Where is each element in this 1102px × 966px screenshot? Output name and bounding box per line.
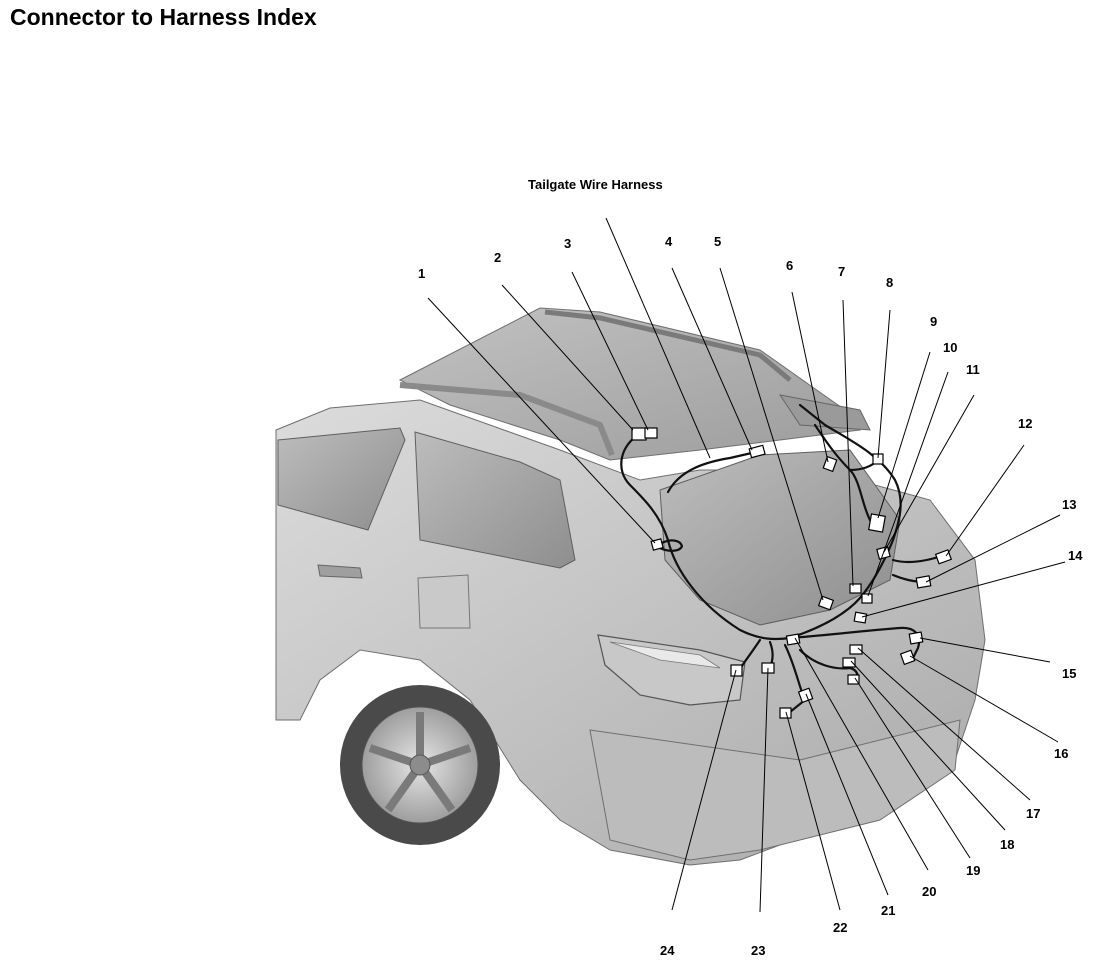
callout-3: 3: [564, 236, 571, 251]
connector-7: [849, 583, 862, 594]
callout-2: 2: [494, 250, 501, 265]
leader-18: [850, 660, 1006, 831]
leader-24: [671, 669, 737, 911]
roof-rail: [544, 309, 792, 382]
connector-21: [797, 687, 814, 704]
leader-caption: [605, 217, 711, 459]
tailgate-window: [659, 449, 901, 626]
connector-18: [842, 657, 856, 668]
leader-2: [501, 284, 634, 431]
leader-17: [857, 647, 1031, 801]
leader-23: [759, 667, 769, 913]
callout-4: 4: [665, 234, 673, 249]
door-handle: [317, 564, 363, 579]
callout-11: 11: [966, 362, 980, 377]
callout-22: 22: [833, 920, 847, 935]
connector-4: [748, 444, 766, 459]
leader-19: [854, 677, 971, 859]
callout-21: 21: [881, 903, 895, 918]
connector-13: [915, 575, 932, 589]
connector-19: [847, 674, 860, 685]
connector-3: [644, 427, 658, 439]
callout-1: 1: [418, 266, 425, 281]
connector-22: [779, 707, 792, 719]
leader-1: [427, 297, 656, 544]
callout-16: 16: [1054, 746, 1068, 761]
callout-5: 5: [714, 234, 721, 249]
callout-20: 20: [922, 884, 936, 899]
callout-7: 7: [838, 264, 845, 279]
leader-14: [861, 561, 1066, 618]
callout-19: 19: [966, 863, 980, 878]
leader-7: [842, 299, 854, 587]
connector-14: [853, 611, 868, 624]
connector-10: [861, 593, 873, 604]
connector-5: [817, 595, 835, 611]
callout-14: 14: [1068, 548, 1083, 563]
leader-21: [805, 693, 889, 896]
page-title: Connector to Harness Index: [10, 4, 317, 30]
tail-light-lens: [609, 641, 721, 669]
callout-13: 13: [1062, 497, 1076, 512]
wheel-hub: [409, 754, 431, 776]
leader-5: [719, 267, 824, 601]
callout-23: 23: [751, 943, 765, 958]
vehicle-illustration: [275, 307, 986, 866]
callout-labels: 1 2 3 4 5 6 7 8 9 10 11 12 13 14 15 16 1…: [418, 234, 1083, 958]
leader-9: [877, 351, 931, 519]
leader-3: [571, 271, 649, 431]
callout-8: 8: [886, 275, 893, 290]
connector-15: [908, 631, 924, 645]
leader-20: [794, 637, 929, 871]
leader-8: [877, 309, 891, 459]
fuel-door: [417, 574, 471, 629]
side-window-front: [277, 427, 406, 531]
callout-6: 6: [786, 258, 793, 273]
connector-17: [849, 644, 863, 655]
leader-16: [909, 655, 1059, 743]
harness-upper-run: [666, 450, 758, 494]
leader-12: [945, 444, 1025, 557]
leader-22: [785, 711, 841, 911]
connector-16: [899, 649, 916, 666]
connector-2: [631, 427, 647, 441]
side-window-rear: [414, 431, 576, 569]
leader-10: [867, 371, 949, 597]
leader-lines: [427, 217, 1066, 913]
rear-bumper: [589, 719, 961, 861]
harness-right-run: [788, 403, 902, 640]
connector-24: [730, 664, 743, 677]
connectors: [631, 427, 953, 719]
leader-4: [671, 267, 753, 451]
leader-15: [919, 637, 1051, 663]
connector-6: [822, 455, 838, 473]
leader-6: [791, 291, 829, 463]
harness-caption: Tailgate Wire Harness: [528, 177, 663, 192]
callout-10: 10: [943, 340, 957, 355]
callout-15: 15: [1062, 666, 1076, 681]
vehicle-roof: [398, 307, 861, 461]
callout-17: 17: [1026, 806, 1040, 821]
callout-24: 24: [660, 943, 675, 958]
leader-13: [925, 514, 1061, 583]
leader-11: [883, 394, 975, 553]
harness-1-loop: [658, 539, 684, 552]
tail-light: [597, 634, 746, 706]
connector-9: [868, 513, 886, 533]
callout-18: 18: [1000, 837, 1014, 852]
callout-9: 9: [930, 314, 937, 329]
roof-rail-front: [399, 382, 615, 457]
callout-12: 12: [1018, 416, 1032, 431]
connector-20: [785, 633, 801, 646]
